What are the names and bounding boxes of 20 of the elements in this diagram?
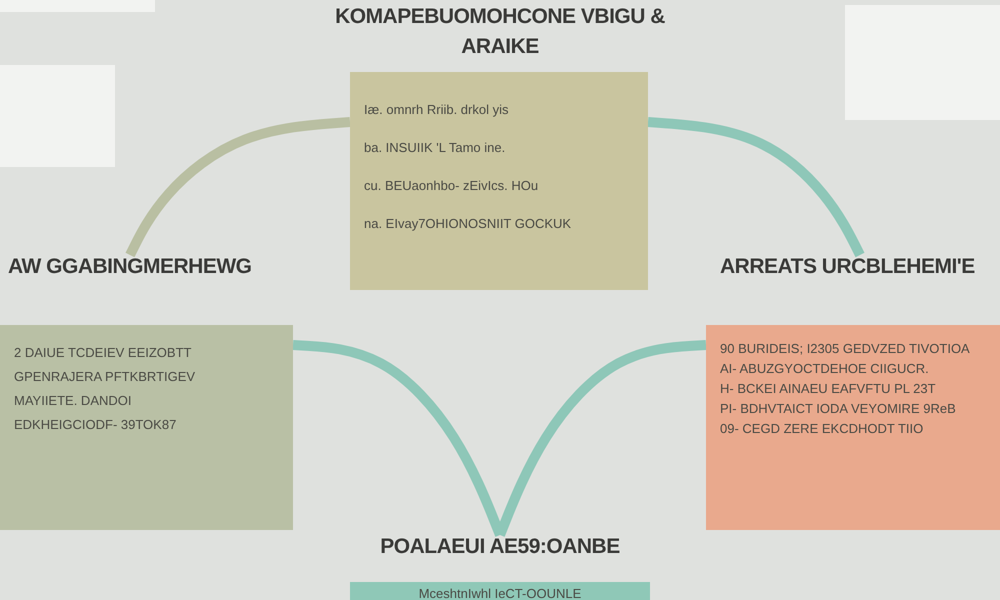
bullet-text: MAYIIETE. DANDOI	[14, 393, 132, 409]
bullet-text: 2 DAIUE TCDEIEV EEIZOBTT	[14, 345, 192, 361]
bullet-text: EDKHEIGCIODF- 39TOK87	[14, 417, 178, 433]
diagram-title: KOMAPEBUOMOHCONE VBIGU & ARAIKE	[334, 4, 666, 60]
bullet-text: 09- CEGD ZERE EKCDHODT TIIO	[720, 421, 924, 437]
bullet-text: H- BCKEI AINAEU EAFVFTU PL 23T	[720, 381, 937, 397]
bullet-text: 90 BURIDEIS; I2305 GEDVZED TIVOTIOA	[720, 341, 971, 357]
section-heading: ARREATS URCBLEHEMI'E	[720, 255, 975, 279]
bullet-text: Iæ. omnrh Rriib. drkol yis	[364, 102, 510, 118]
connector-line	[648, 117, 864, 258]
bullet-text: ba. INSUIIK 'L Tamo ine.	[364, 140, 506, 156]
bullet-text: GPENRAJERA PFTKBRTIGEV	[14, 369, 196, 385]
bullet-text: MceshtnIwhl IeCT-OOUNLE	[418, 586, 582, 600]
connector-line	[126, 117, 350, 258]
bullet-text: cu. BEUaonhbo- zEivIcs. HOu	[364, 178, 540, 194]
section-heading: POALAEUI AE59:OANBE	[379, 535, 621, 559]
section-heading: AW GGABINGMERHEWG	[8, 255, 252, 279]
bullet-text: AI- ABUZGYOCTDEHOE CIIGUCR.	[720, 361, 930, 377]
bullet-text: na. EIvay7OHIONOSNIIT GOCKUK	[364, 216, 572, 232]
bullet-text: PI- BDHVTAICT IODA VEYOMIRE 9ReB	[720, 401, 957, 417]
